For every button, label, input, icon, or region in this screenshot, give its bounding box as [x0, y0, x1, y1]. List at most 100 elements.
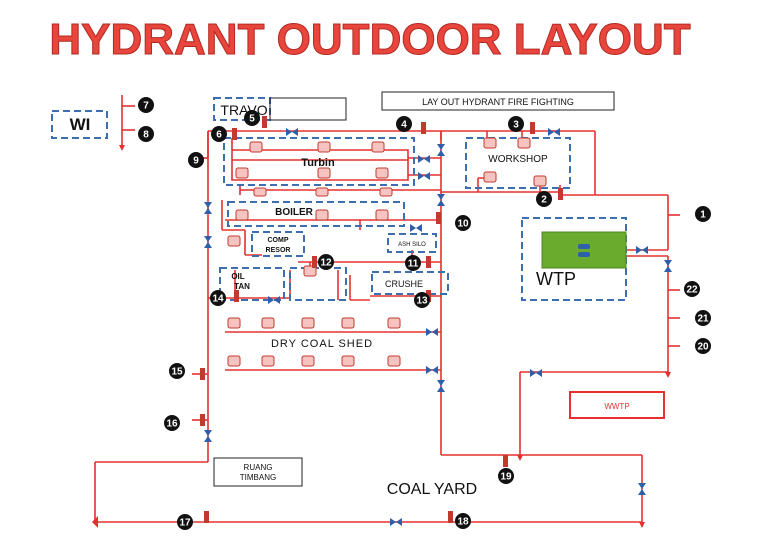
- ruang-label-2: TIMBANG: [240, 473, 276, 482]
- wwtp-label: WWTP: [604, 402, 629, 411]
- hydrant-marker-circle: [455, 215, 471, 231]
- legend-box-text: LAY OUT HYDRANT FIRE FIGHTING: [422, 97, 574, 107]
- hydrant-marker-circle: [211, 126, 227, 142]
- wi-label: WI: [70, 115, 91, 134]
- hydrant-marker-circle: [695, 310, 711, 326]
- hydrant-marker-number: 15: [171, 367, 183, 378]
- ruang-timbang-box: [213, 457, 303, 487]
- legend-box: [381, 91, 615, 111]
- hydrant-marker-circle: [405, 255, 421, 271]
- hydrant-marker-number: 6: [216, 130, 222, 141]
- dry-coal-shed-label: DRY COAL SHED: [271, 338, 373, 350]
- hydrant-marker-circle: [210, 290, 226, 306]
- hydrant-marker-number: 7: [143, 101, 149, 112]
- wi-area: [51, 110, 108, 139]
- hydrant-marker-7: 7: [138, 97, 154, 113]
- hydrant-marker-number: 4: [401, 120, 407, 131]
- hydrant-marker-circle: [138, 126, 154, 142]
- ash-silo-area: [387, 233, 437, 253]
- hydrant-marker-number: 17: [179, 518, 191, 529]
- hydrant-marker-circle: [695, 338, 711, 354]
- travo-outline: [269, 97, 347, 121]
- hydrant-marker-5: 5: [244, 110, 260, 126]
- hydrant-marker-number: 3: [513, 120, 519, 131]
- hydrant-marker-3: 3: [508, 116, 524, 132]
- ash-silo-label: ASH SILO: [398, 242, 426, 248]
- boiler-area: [227, 201, 405, 227]
- page-title-text: HYDRANT OUTDOOR LAYOUT: [49, 15, 690, 64]
- ruang-label-1: RUANG: [244, 463, 273, 472]
- turbin-area: [223, 137, 415, 186]
- hydrant-marker-circle: [508, 116, 524, 132]
- area-outlines: [51, 97, 627, 301]
- hydrant-marker-12: 12: [318, 254, 334, 270]
- oil-label-1: OIL: [231, 272, 244, 281]
- hydrant-marker-number: 11: [408, 259, 419, 270]
- compressor-area: [251, 231, 305, 257]
- hydrant-marker-18: 18: [455, 513, 471, 529]
- pipe-network: [94, 95, 680, 523]
- hydrant-marker-number: 2: [541, 195, 547, 206]
- travo-label: TRAVO: [220, 102, 267, 118]
- hydrant-marker-number: 8: [143, 130, 149, 141]
- hydrant-marker-17: 17: [177, 514, 193, 530]
- hydrant-marker-number: 14: [212, 294, 224, 305]
- hydrant-marker-11: 11: [405, 255, 421, 271]
- hydrant-marker-circle: [684, 281, 700, 297]
- hydrant-marker-number: 13: [416, 296, 428, 307]
- hydrant-marker-9: 9: [188, 152, 204, 168]
- hydrant-marker-21: 21: [695, 310, 711, 326]
- wwtp-box: [569, 391, 665, 419]
- hydrant-marker-8: 8: [138, 126, 154, 142]
- hydrant-marker-number: 1: [700, 210, 706, 221]
- hydrant-marker-circle: [318, 254, 334, 270]
- workshop-label: WORKSHOP: [488, 154, 548, 165]
- hydrant-marker-circle: [164, 415, 180, 431]
- hydrant-marker-number: 21: [697, 314, 709, 325]
- hydrant-marker-number: 20: [697, 342, 709, 353]
- hydrant-marker-circle: [455, 513, 471, 529]
- hydrant-marker-16: 16: [164, 415, 180, 431]
- hydrant-marker-number: 10: [457, 219, 469, 230]
- hydrant-marker-number: 16: [166, 419, 178, 430]
- valves: [204, 128, 672, 526]
- hydrant-marker-15: 15: [169, 363, 185, 379]
- compressor-label-2: RESOR: [266, 247, 291, 254]
- wtp-inlets: [578, 244, 590, 257]
- hydrant-marker-19: 19: [498, 468, 514, 484]
- boiler-label: BOILER: [275, 207, 314, 218]
- hydrant-marker-20: 20: [695, 338, 711, 354]
- hydrant-marker-10: 10: [455, 215, 471, 231]
- oil-label-2: TAN: [234, 282, 250, 291]
- hydrant-marker-2: 2: [536, 191, 552, 207]
- coal-yard-label: COAL YARD: [387, 481, 477, 498]
- hydrant-marker-circle: [138, 97, 154, 113]
- hydrant-marker-circle: [414, 292, 430, 308]
- hydrant-marker-13: 13: [414, 292, 430, 308]
- compressor-label-1: COMP: [268, 237, 289, 244]
- hydrant-marker-circle: [177, 514, 193, 530]
- hydrant-marker-circle: [169, 363, 185, 379]
- hydrant-marker-circle: [188, 152, 204, 168]
- hydrant-marker-number: 9: [193, 156, 199, 167]
- turbin-label: Turbin: [301, 157, 335, 169]
- hydrant-marker-circle: [396, 116, 412, 132]
- wtp-block: [541, 231, 627, 269]
- hydrant-marker-1: 1: [695, 206, 711, 222]
- hydrant-marker-circle: [498, 468, 514, 484]
- crusher-area: [371, 271, 449, 295]
- crusher-label: CRUSHE: [385, 279, 423, 289]
- hydrant-marker-number: 18: [457, 517, 469, 528]
- hydrant-marker-number: 19: [500, 472, 512, 483]
- wtp-label: WTP: [536, 269, 576, 289]
- hydrant-marker-14: 14: [210, 290, 226, 306]
- hydrant-marker-number: 12: [320, 258, 332, 269]
- hydrant-marker-circle: [536, 191, 552, 207]
- hydrant-marker-circle: [695, 206, 711, 222]
- hydrant-marker-22: 22: [684, 281, 700, 297]
- hydrant-marker-number: 5: [249, 114, 255, 125]
- flow-arrows: [92, 145, 671, 528]
